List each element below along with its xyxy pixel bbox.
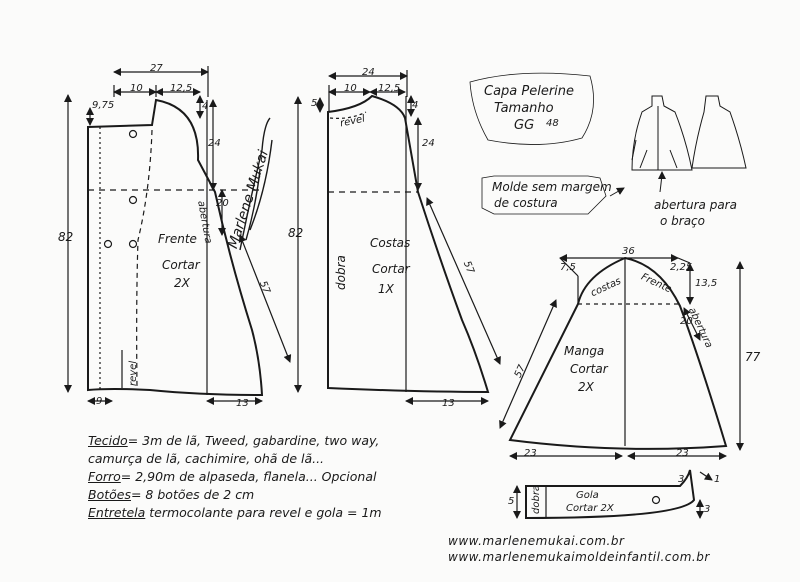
button-marker <box>128 195 138 205</box>
illustration-caption-line2: o braço <box>660 214 705 228</box>
signature-flourish <box>239 117 273 251</box>
button-marker <box>128 239 138 249</box>
front-piece-label: Frente <box>158 232 197 246</box>
front-dim-shoulder-b: 12,5 <box>170 83 193 94</box>
sleeve-dimensions <box>499 254 744 460</box>
sleeve-dim-left-small: 7,5 <box>560 262 576 273</box>
collar-dim-end-a: 3 <box>678 474 685 485</box>
button-marker <box>651 495 661 505</box>
front-dim-bottom-left: 9 <box>96 396 103 407</box>
button-marker <box>128 129 138 139</box>
note-margin-line2: de costura <box>494 196 558 210</box>
note-line: Forro= 2,90m de alpaseda, flanela... Opc… <box>88 469 377 484</box>
url-secondary[interactable]: www.marlenemukaimoldeinfantil.com.br <box>448 550 710 564</box>
note-line: Botões= 8 botões de 2 cm <box>88 487 255 502</box>
front-dim-opening: 20 <box>216 198 229 209</box>
front-cut-line1: Cortar <box>162 258 200 272</box>
button-marker <box>103 239 113 249</box>
front-dim-length: 82 <box>58 230 74 244</box>
note-margin-line1: Molde sem margem <box>492 180 612 194</box>
sleeve-dim-length: 77 <box>745 350 761 364</box>
collar-fold-label: dobra <box>531 484 542 514</box>
note-line: Entretela termocolante para revel e gola… <box>88 505 382 520</box>
sleeve-dim-bottom-right: 23 <box>676 448 689 459</box>
collar-dim-height: 5 <box>508 496 515 507</box>
garment-illustration <box>469 72 747 215</box>
url-primary[interactable]: www.marlenemukai.com.br <box>448 534 625 548</box>
sleeve-cut-line1: Cortar <box>570 362 608 376</box>
collar-label: Gola <box>576 490 599 501</box>
sleeve-dim-cap-height: 13,5 <box>695 278 718 289</box>
back-dimensions <box>294 70 501 405</box>
collar-pattern-piece <box>513 469 713 520</box>
collar-dim-end-c: 3 <box>704 504 711 515</box>
back-piece-label: Costas <box>370 236 411 250</box>
materials-notes: Tecido= 3m de lã, Tweed, gabardine, two … <box>88 432 468 522</box>
back-fold-label: dobra <box>334 255 348 290</box>
front-dim-top-width: 27 <box>150 63 163 74</box>
front-cut-line2: 2X <box>174 276 190 290</box>
title-line2: Tamanho <box>494 101 554 116</box>
back-dim-left-top: 5 <box>311 98 318 109</box>
illustration-caption-line1: abertura para <box>654 198 737 212</box>
front-dim-neck-drop: 4 <box>202 101 209 112</box>
sleeve-dim-opening: 20 <box>680 316 693 327</box>
front-facing-label: revel <box>128 360 139 386</box>
title-line1: Capa Pelerine <box>484 84 575 99</box>
note-line: Tecido= 3m de lã, Tweed, gabardine, two … <box>88 433 380 448</box>
sleeve-cut-line2: 2X <box>578 380 594 394</box>
back-dim-bottom-right: 13 <box>442 398 455 409</box>
note-line: camurça de lã, cachimire, ohã de lã... <box>88 451 325 466</box>
back-dim-armhole-height: 24 <box>422 138 435 149</box>
sleeve-dim-top: 36 <box>622 246 635 257</box>
back-dim-shoulder-a: 10 <box>344 83 357 94</box>
website-urls: www.marlenemukai.com.br www.marlenemukai… <box>448 533 710 565</box>
back-dim-length: 82 <box>288 226 304 240</box>
front-dim-armhole-height: 24 <box>208 138 221 149</box>
sleeve-piece-label: Manga <box>564 344 605 358</box>
collar-cut: Cortar 2X <box>566 503 614 514</box>
title-size: GG <box>514 118 535 133</box>
front-dim-left-top: 9,75 <box>92 100 115 111</box>
back-dim-top-width: 24 <box>362 67 375 78</box>
front-dimensions <box>64 66 292 405</box>
front-dim-bottom-right: 13 <box>236 398 249 409</box>
back-cut-line1: Cortar <box>372 262 410 276</box>
back-dim-shoulder-b: 12,5 <box>378 83 401 94</box>
sleeve-dim-right-small: 2,25 <box>670 262 693 273</box>
back-dim-neck-drop: 4 <box>412 100 419 111</box>
front-dim-shoulder-a: 10 <box>130 83 143 94</box>
back-cut-line2: 1X <box>378 282 394 296</box>
collar-dim-end-b: 1 <box>714 474 721 485</box>
title-size-number: 48 <box>546 118 559 129</box>
sleeve-dim-bottom-left: 23 <box>524 448 537 459</box>
